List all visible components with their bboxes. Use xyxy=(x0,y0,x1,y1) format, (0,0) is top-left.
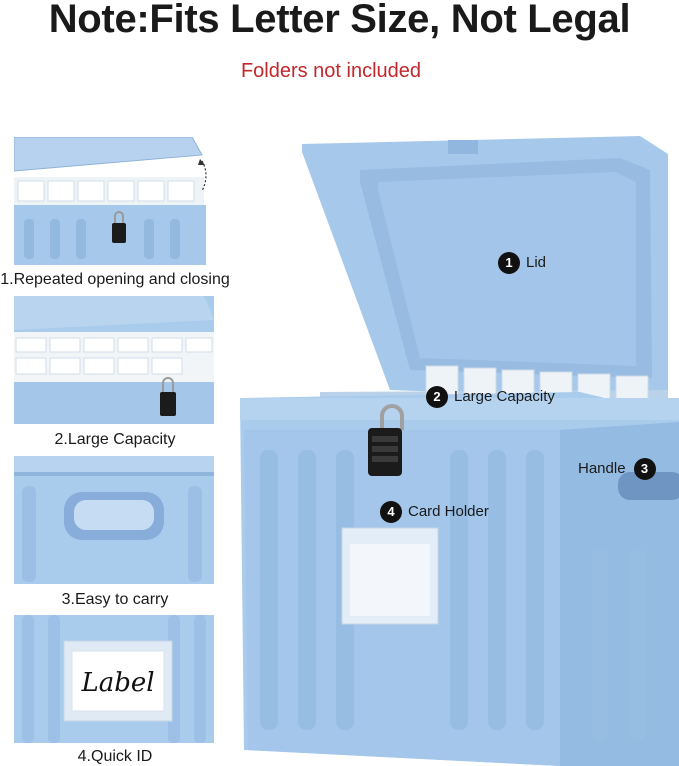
caption-easy-carry: 3.Easy to carry xyxy=(61,591,169,608)
caption-large-capacity: 2.Large Capacity xyxy=(54,431,176,448)
callout-number-2: 2 xyxy=(426,386,448,408)
callout-number-1: 1 xyxy=(498,252,520,274)
thumb-quick-id-illustration: Label xyxy=(14,615,214,743)
callout-large-capacity: 2 Large Capacity xyxy=(426,386,555,408)
handle-opening xyxy=(618,472,679,500)
thumb-quick-id: Label xyxy=(14,615,214,743)
label-card-text: Label xyxy=(80,668,154,698)
caption-repeated-opening: 1.Repeated opening and closing xyxy=(0,271,230,288)
page-title: Note:Fits Letter Size, Not Legal xyxy=(48,0,631,41)
callout-text-lid: Lid xyxy=(526,254,547,271)
thumb-repeated-opening-illustration xyxy=(14,137,214,265)
callout-number-4: 4 xyxy=(380,501,402,523)
callout-handle: Handle 3 xyxy=(578,458,656,480)
callout-number-3: 3 xyxy=(633,458,656,480)
subtitle-notice: Folders not included xyxy=(240,60,422,82)
callout-card-holder: 4 Card Holder xyxy=(380,501,489,523)
thumb-repeated-opening xyxy=(14,137,214,265)
caption-quick-id: 4.Quick ID xyxy=(77,748,153,765)
callout-text-card-holder: Card Holder xyxy=(408,503,489,520)
padlock-shackle xyxy=(380,404,404,430)
callout-text-large-capacity: Large Capacity xyxy=(454,388,555,405)
file-box-main-photo xyxy=(240,136,679,766)
callout-text-handle: Handle xyxy=(578,460,626,477)
thumb-large-capacity xyxy=(14,296,214,424)
thumb-large-capacity-illustration xyxy=(14,296,214,424)
thumb-easy-carry-illustration xyxy=(14,456,214,584)
callout-lid: 1 Lid xyxy=(498,252,546,274)
thumb-easy-carry xyxy=(14,456,214,584)
